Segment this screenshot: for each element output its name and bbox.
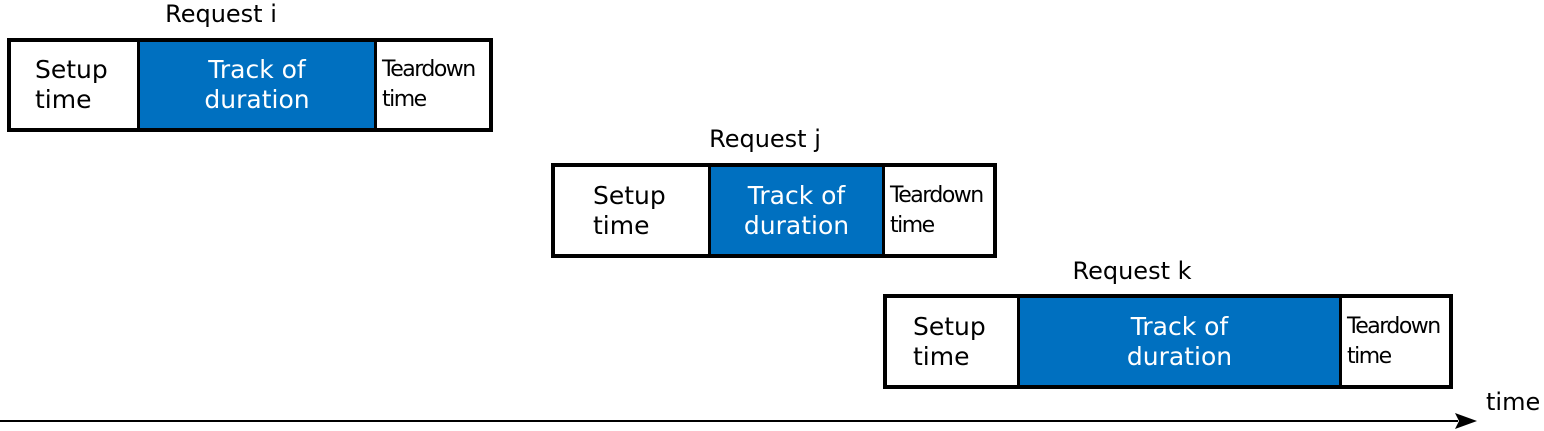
- track-label-line2: duration: [743, 210, 850, 240]
- setup-label-line2: time: [35, 85, 92, 114]
- request-k-title: Request k: [1072, 257, 1192, 285]
- teardown-label-line1: Teardown: [382, 57, 476, 82]
- teardown-label-line1: Teardown: [890, 182, 984, 208]
- request-i-title: Request i: [165, 0, 277, 28]
- track-label-line1: Track of: [208, 55, 306, 84]
- setup-label-line1: Setup: [913, 311, 986, 341]
- request-j-title: Request j: [709, 125, 821, 153]
- track-label-line2: duration: [1126, 341, 1233, 371]
- request-i-track-segment: Track of duration: [137, 42, 377, 128]
- request-i-setup-segment: Setup time: [11, 42, 137, 128]
- setup-label-line1: Setup: [35, 55, 108, 84]
- request-j-teardown-segment: Teardown time: [885, 167, 993, 254]
- teardown-label-line2: time: [382, 87, 427, 112]
- request-j-track-segment: Track of duration: [708, 167, 885, 254]
- time-axis-arrowhead: [1455, 413, 1477, 429]
- teardown-label-line2: time: [1347, 343, 1392, 369]
- teardown-label-line2: time: [890, 212, 935, 238]
- request-i-block: Setup time Track of duration Teardown ti…: [7, 38, 493, 132]
- request-k-setup-segment: Setup time: [887, 298, 1017, 385]
- track-label-line2: duration: [204, 85, 310, 114]
- setup-label-line1: Setup: [593, 180, 666, 210]
- request-j-setup-segment: Setup time: [555, 167, 708, 254]
- request-k-block: Setup time Track of duration Teardown ti…: [883, 294, 1453, 389]
- track-label-line1: Track of: [1130, 311, 1229, 341]
- request-i-teardown-segment: Teardown time: [377, 42, 489, 128]
- time-axis-label: time: [1486, 388, 1541, 416]
- request-k-teardown-segment: Teardown time: [1342, 298, 1449, 385]
- request-k-track-segment: Track of duration: [1017, 298, 1342, 385]
- setup-label-line2: time: [593, 210, 650, 240]
- setup-label-line2: time: [913, 341, 970, 371]
- teardown-label-line1: Teardown: [1347, 313, 1441, 339]
- request-j-block: Setup time Track of duration Teardown ti…: [551, 163, 997, 258]
- track-label-line1: Track of: [747, 180, 846, 210]
